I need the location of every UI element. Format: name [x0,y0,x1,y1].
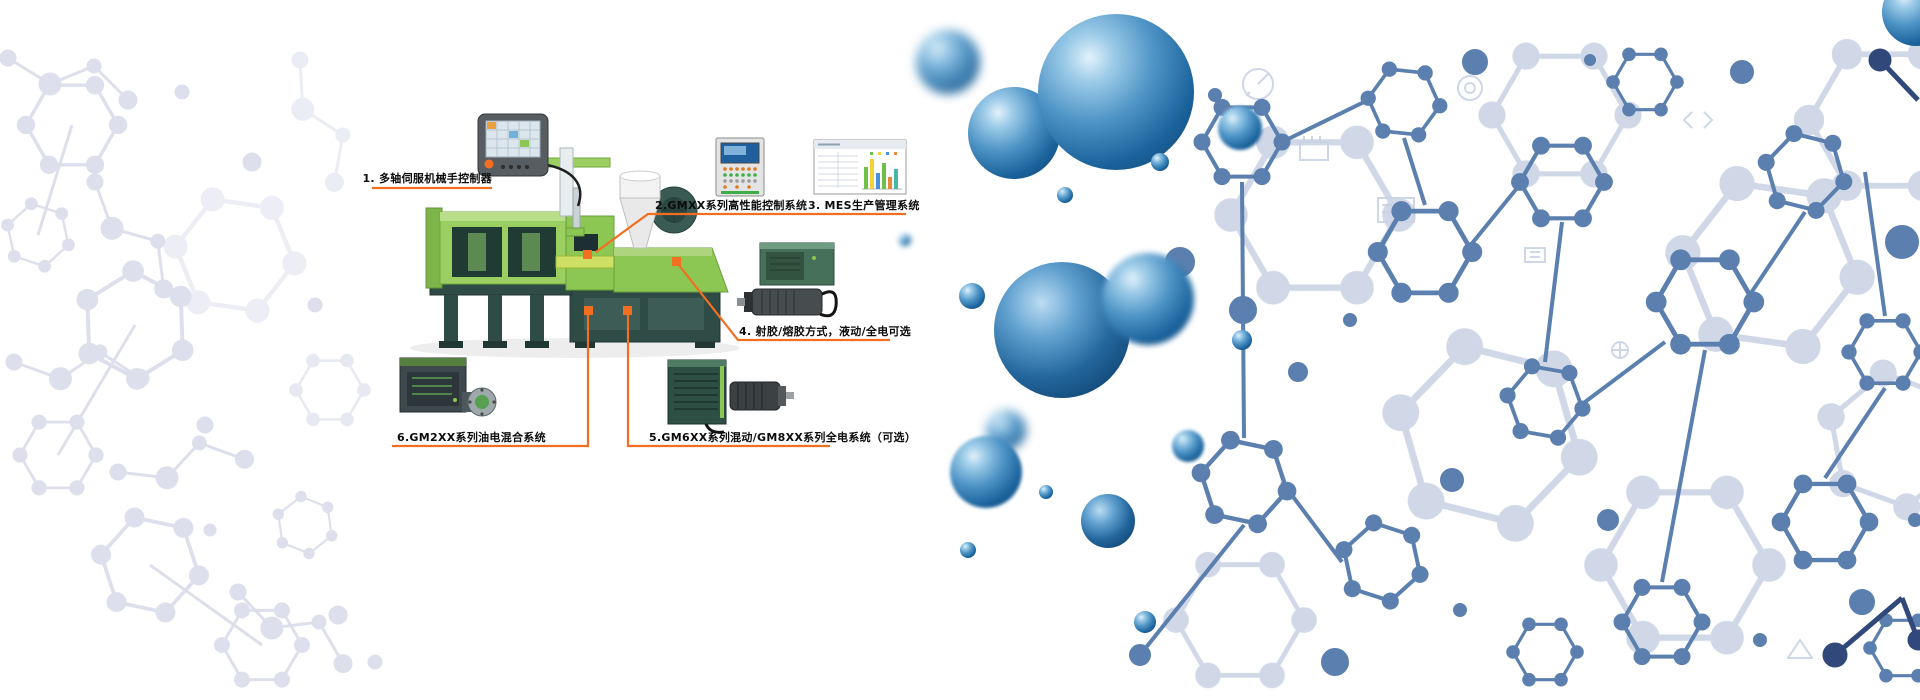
oil-electric-controller-image [399,357,497,417]
blue-sphere [1151,153,1169,171]
teach-pendant-image [477,113,582,207]
blue-sphere [1057,187,1073,203]
control-panel-image [715,137,765,197]
blue-sphere-large [1038,14,1194,170]
navy-molecule-accents [1822,48,1920,668]
steel-molecule-layer [1129,47,1920,687]
blue-sphere [1102,253,1194,345]
blue-sphere [1134,611,1156,633]
blue-sphere [959,283,985,309]
callout-label-4: 4. 射胶/熔胶方式，液动/全电可选 [739,325,912,338]
pendant-cable [546,163,582,207]
connection-marker [583,250,592,259]
connection-marker [623,306,632,315]
blue-sphere [960,542,976,558]
callout-lines [372,186,906,448]
robot-arm [539,147,611,237]
mes-dashboard-image [813,139,907,195]
callout-label-2: 2.GMXX系列高性能控制系统 [655,199,808,212]
callout-label-6: 6.GM2XX系列油电混合系统 [397,431,546,444]
blue-sphere [916,30,980,94]
connection-marker [672,257,681,266]
connection-marker [584,306,593,315]
blue-sphere [1081,494,1135,548]
blue-sphere [1172,430,1204,462]
blue-sphere [899,234,911,246]
hybrid-drive-system-image [667,359,794,434]
blue-sphere [1218,106,1262,150]
callout-label-5: 5.GM6XX系列混动/GM8XX系列全电系统（可选） [649,431,917,444]
blue-sphere [1232,330,1252,350]
callout-label-1: 1. 多轴伺服机械手控制器 [362,172,492,185]
blue-sphere [1039,485,1053,499]
blue-sphere [950,436,1022,508]
injection-molding-machine [425,147,729,348]
callout-label-3: 3. MES生产管理系统 [808,199,920,212]
servo-drive-motor-image [737,242,838,318]
